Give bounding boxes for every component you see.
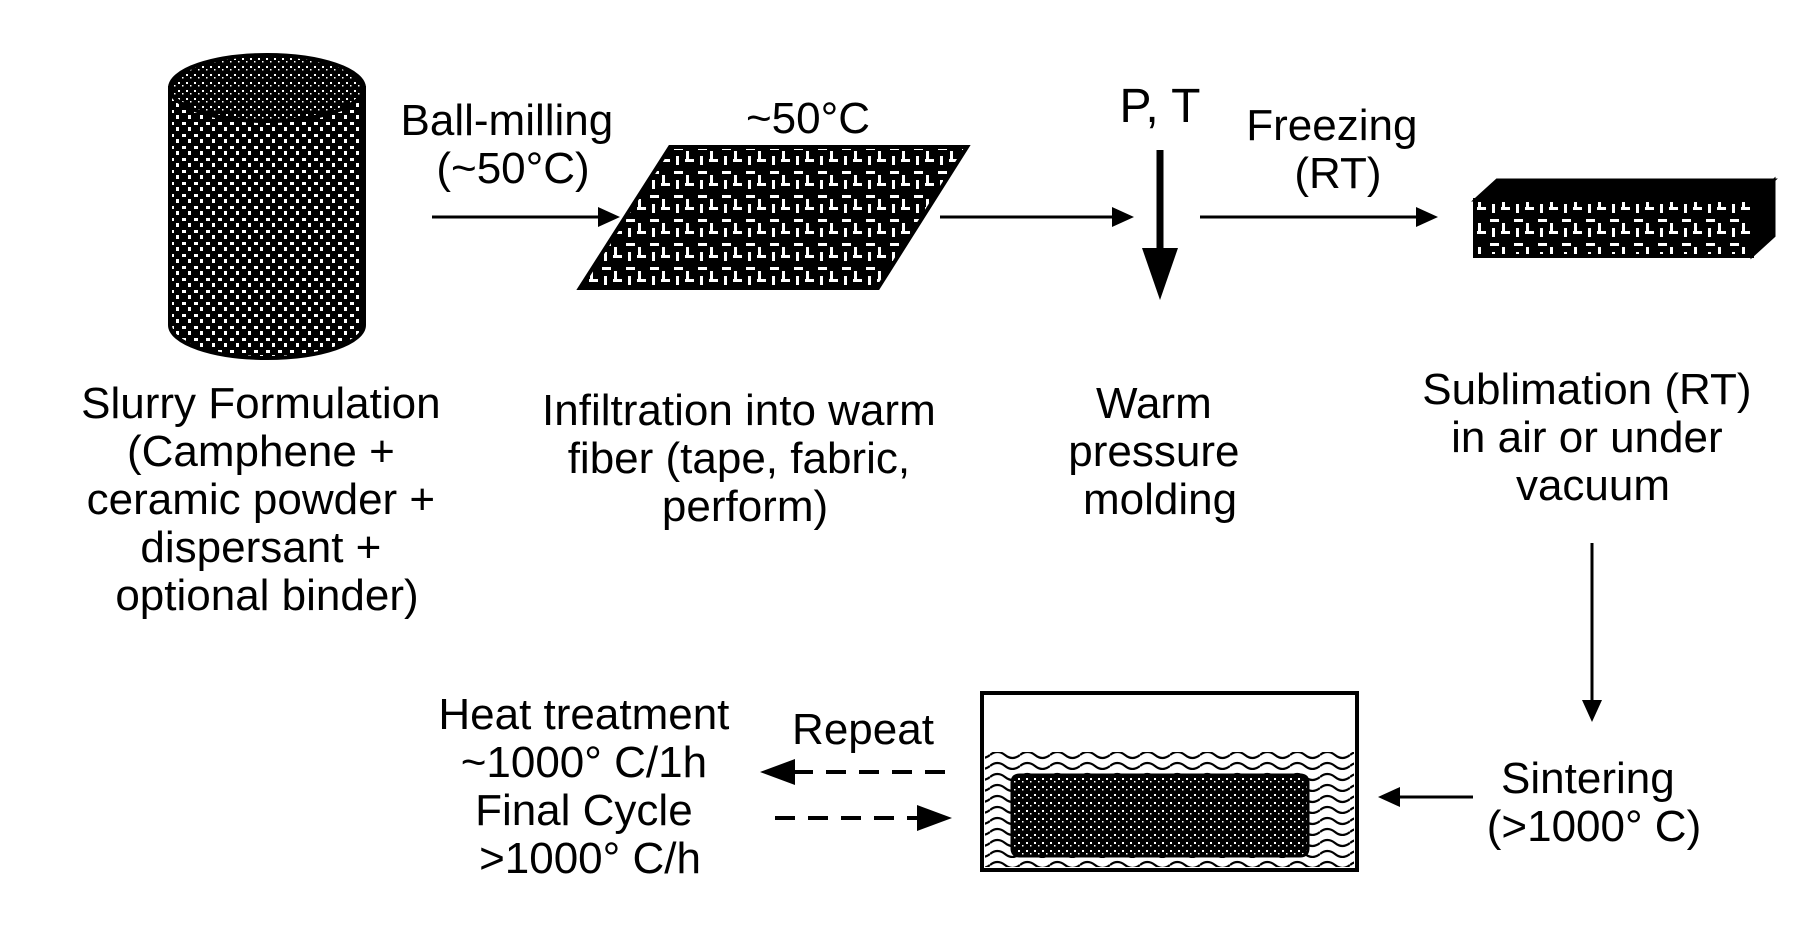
sintering-label: Sintering (>1000° C) [1487, 754, 1701, 851]
repeat-label: Repeat [792, 705, 934, 754]
ball-milling-arrow [432, 207, 620, 227]
sublimation-down-arrow [1582, 543, 1602, 722]
infiltration-temp-label: ~50°C [746, 94, 870, 143]
repeat-arrow [760, 759, 945, 785]
sintering-arrow [1378, 787, 1473, 807]
freezing-line-1: Freezing [1246, 101, 1417, 150]
molding-line-1: Warm [1096, 379, 1212, 428]
heat-treatment-line-2: ~1000° C/1h [461, 738, 707, 787]
slurry-line-3: ceramic powder + [87, 475, 435, 524]
sublimation-line-2: in air or under [1451, 413, 1722, 462]
infiltration-label: Infiltration into warm fiber (tape, fabr… [542, 386, 948, 531]
slurry-label: Slurry Formulation (Camphene + ceramic p… [81, 379, 453, 620]
slurry-line-1: Slurry Formulation [81, 379, 440, 428]
infiltration-line-2: fiber (tape, fabric, [568, 434, 910, 483]
sintering-line-1: Sintering [1501, 754, 1675, 803]
ball-milling-line-2: (~50°C) [436, 144, 589, 193]
cylinder-icon [170, 55, 364, 358]
molding-line-3: molding [1083, 475, 1237, 524]
slurry-line-2: (Camphene + [127, 427, 395, 476]
sublimation-label: Sublimation (RT) in air or under vacuum [1422, 365, 1764, 510]
freezing-label: Freezing (RT) [1246, 101, 1429, 198]
infiltration-line-1: Infiltration into warm [542, 386, 936, 435]
sintering-line-2: (>1000° C) [1487, 802, 1701, 851]
frozen-block-icon [1475, 180, 1774, 256]
freezing-line-2: (RT) [1294, 149, 1381, 198]
infiltration-line-3: perform) [662, 482, 828, 531]
ball-milling-label: Ball-milling (~50°C) [401, 96, 626, 193]
slurry-line-5: optional binder) [115, 571, 418, 620]
pressing-label: P, T [1120, 80, 1201, 133]
molding-line-2: pressure [1068, 427, 1239, 476]
infiltration-to-pressing-arrow [940, 207, 1134, 227]
pressing-arrow [1142, 150, 1178, 300]
sublimation-line-1: Sublimation (RT) [1422, 365, 1751, 414]
slurry-line-4: dispersant + [140, 523, 381, 572]
sublimation-line-3: vacuum [1516, 461, 1670, 510]
heat-treatment-label: Heat treatment ~1000° C/1h Final Cycle >… [438, 690, 741, 883]
heat-treatment-line-1: Heat treatment [438, 690, 729, 739]
woven-fabric-icon [580, 147, 967, 288]
heat-treatment-line-4: >1000° C/h [479, 834, 701, 883]
ball-milling-line-1: Ball-milling [401, 96, 614, 145]
final-cycle-arrow [775, 805, 952, 831]
sintering-bath-icon [982, 693, 1357, 870]
heat-treatment-line-3: Final Cycle [475, 786, 693, 835]
molding-label: Warm pressure molding [1068, 379, 1251, 524]
freezing-arrow [1200, 207, 1438, 227]
